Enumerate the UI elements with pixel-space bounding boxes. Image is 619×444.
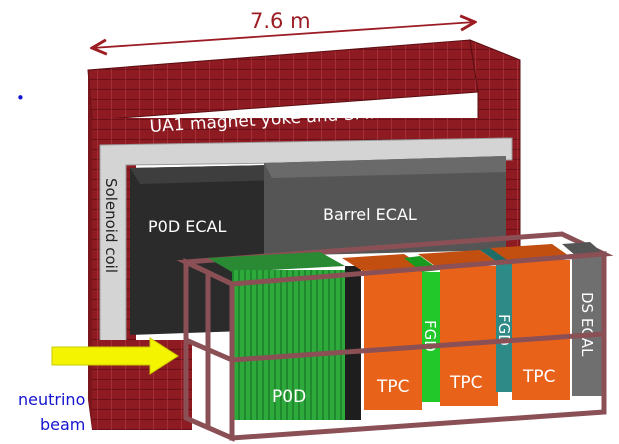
p0d-back-plate — [345, 266, 361, 420]
fgd-2-block — [496, 262, 514, 392]
barrel-ecal-module: Barrel ECAL — [264, 156, 506, 256]
beam-label-line2: beam — [40, 415, 85, 434]
fgd-2-label: FGD — [495, 314, 513, 346]
barrel-ecal-label: Barrel ECAL — [323, 205, 417, 224]
frame-front-mid — [231, 331, 605, 363]
barrel-ecal-block — [264, 156, 506, 256]
ds-ecal-label: DS ECAL — [578, 292, 596, 357]
dimension-arrow — [92, 22, 475, 48]
p0d-module: P0D — [208, 252, 361, 420]
dimension-indicator: 7.6 m — [92, 9, 475, 48]
barrel-ecal-top — [264, 156, 506, 178]
yoke-left-edge — [88, 70, 92, 430]
inner-frame-front — [183, 251, 607, 442]
tpc-1: TPC — [342, 254, 426, 410]
tpc-1-block — [364, 270, 422, 410]
tpc-3-label: TPC — [522, 367, 556, 387]
ds-ecal-block — [572, 256, 604, 396]
solenoid-label: Solenoid coil — [102, 178, 120, 273]
beam-arrow — [51, 337, 179, 375]
tpc-3: TPC — [490, 244, 572, 400]
frame-front-face — [229, 251, 607, 441]
tpc-1-label: TPC — [376, 377, 410, 397]
p0d-label: P0D — [272, 387, 306, 407]
p0d-top — [208, 252, 345, 272]
beam-label-line1: neutrino — [18, 390, 85, 409]
p0d-block — [232, 270, 345, 420]
tpc-2-block — [440, 266, 498, 406]
dimension-label: 7.6 m — [250, 9, 311, 33]
p0d-ecal-label: P0D ECAL — [148, 217, 226, 236]
tpc-2-label: TPC — [449, 373, 483, 393]
fgd-1-block — [422, 272, 442, 402]
tpc-3-block — [512, 260, 570, 400]
p0d-ecal-top — [130, 165, 282, 184]
stray-mark: • — [16, 89, 25, 107]
neutrino-beam: neutrino beam — [18, 337, 179, 434]
